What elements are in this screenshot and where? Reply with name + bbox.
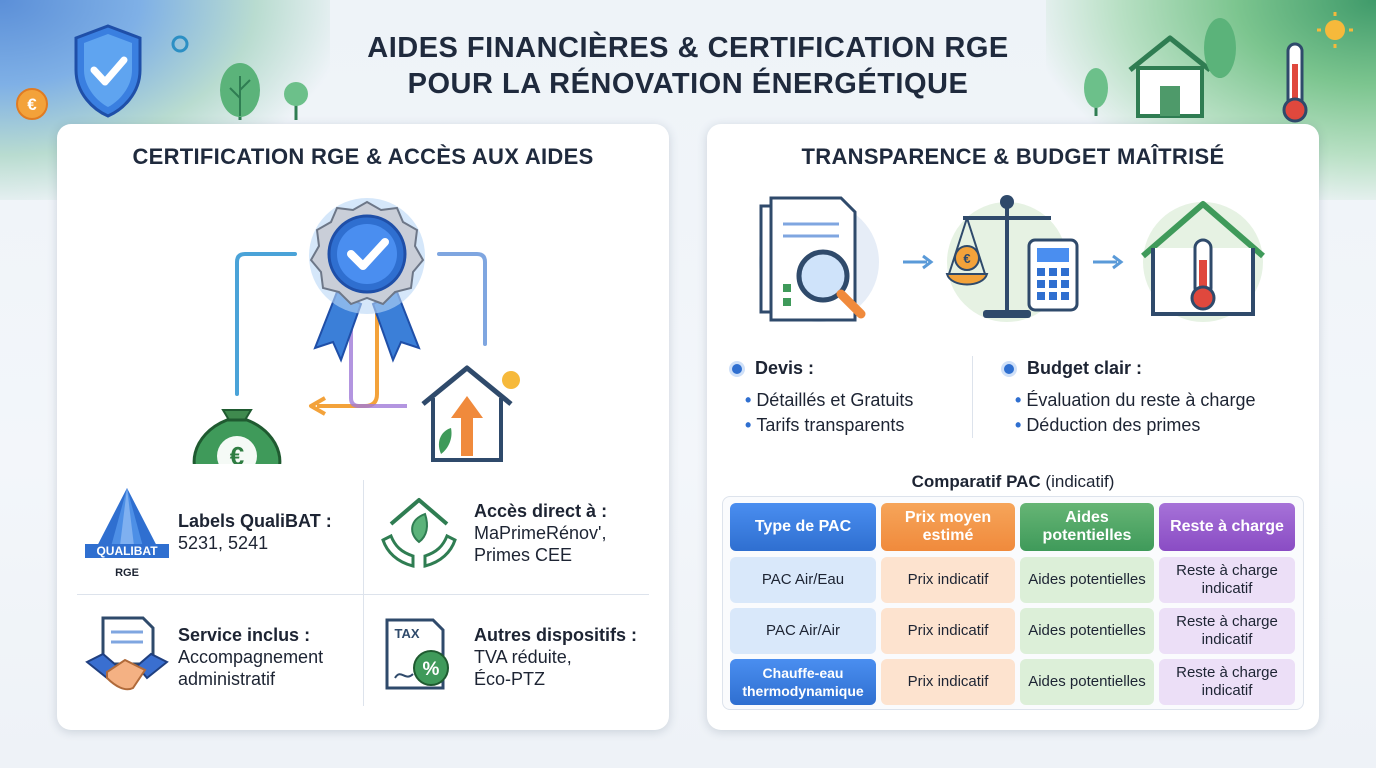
section-divider	[972, 356, 973, 438]
qualibat-logo: QUALIBAT RGE	[85, 488, 169, 579]
svg-text:TAX: TAX	[394, 626, 419, 641]
table-cell: Aides potentielles	[1020, 608, 1154, 654]
budget-card-title: TRANSPARENCE & BUDGET MAÎTRISÉ	[801, 144, 1225, 169]
page-title-line-2: POUR LA RÉNOVATION ÉNERGÉTIQUE	[407, 68, 969, 100]
devis-list: Détaillés et Gratuits Tarifs transparent…	[745, 388, 913, 438]
shield-check-icon: €	[16, 24, 308, 120]
budget-list: Évaluation du reste à charge Déduction d…	[1015, 388, 1255, 438]
eco-house-hands-icon	[381, 498, 457, 568]
list-item: Déduction des primes	[1015, 413, 1255, 438]
budget-section-header: Budget clair :	[1001, 358, 1142, 379]
svg-text:€: €	[27, 95, 37, 114]
table-cell: Reste à charge indicatif	[1159, 608, 1295, 654]
house-icon	[1084, 12, 1353, 123]
table-header-cell: Prix moyen estimé	[881, 503, 1015, 551]
svg-text:RGE: RGE	[115, 567, 139, 579]
table-cell: Aides potentielles	[1020, 557, 1154, 603]
table-cell: Prix indicatif	[881, 608, 1015, 654]
budget-card: TRANSPARENCE & BUDGET MAÎTRISÉ €	[707, 124, 1319, 730]
table-cell: PAC Air/Eau	[730, 557, 876, 603]
table-cell: Aides potentielles	[1020, 659, 1154, 705]
table-cell: Reste à charge indicatif	[1159, 557, 1295, 603]
comparison-table-title: Comparatif PAC (indicatif)	[911, 472, 1115, 491]
feature-service-inclus: Service inclus : Accompagnement administ…	[178, 625, 324, 689]
svg-text:€: €	[230, 441, 244, 464]
feature-autres-dispositifs: Autres dispositifs : TVA réduite, Éco-PT…	[474, 625, 638, 689]
table-header-cell: Aides potentielles	[1020, 503, 1154, 551]
table-cell: PAC Air/Air	[730, 608, 876, 654]
info-icon	[729, 360, 745, 377]
certification-card: CERTIFICATION RGE & ACCÈS AUX AIDES €	[57, 124, 669, 730]
certification-card-title: CERTIFICATION RGE & ACCÈS AUX AIDES	[132, 144, 594, 169]
svg-text:%: %	[423, 659, 440, 680]
table-cell: Prix indicatif	[881, 659, 1015, 705]
feature-labels-qualibat: Labels QualiBAT : 5231, 5241	[178, 511, 332, 553]
table-cell: Reste à charge indicatif	[1159, 659, 1295, 705]
process-illustration: €	[759, 195, 1265, 322]
table-cell: Chauffe-eau thermodynamique	[730, 659, 876, 705]
table-header-cell: Type de PAC	[730, 503, 876, 551]
list-item: Détaillés et Gratuits	[745, 388, 913, 413]
list-item: Évaluation du reste à charge	[1015, 388, 1255, 413]
svg-text:€: €	[963, 251, 970, 266]
comparison-table: Type de PAC Prix moyen estimé Aides pote…	[722, 496, 1304, 710]
feature-acces-direct: Accès direct à : MaPrimeRénov', Primes C…	[474, 501, 608, 565]
tax-document-icon: TAX %	[385, 618, 449, 690]
play-icon	[1001, 360, 1017, 377]
table-cell: Prix indicatif	[881, 557, 1015, 603]
devis-section-header: Devis :	[729, 358, 814, 379]
svg-text:QUALIBAT: QUALIBAT	[96, 544, 158, 558]
grid-divider-vertical	[363, 480, 364, 706]
page-title-line-1: AIDES FINANCIÈRES & CERTIFICATION RGE	[367, 32, 1009, 64]
page-title: AIDES FINANCIÈRES & CERTIFICATION RGE PO…	[0, 30, 1376, 102]
handshake-icon	[85, 616, 169, 691]
rge-flow-illustration: €	[192, 198, 520, 464]
list-item: Tarifs transparents	[745, 413, 913, 438]
table-header-cell: Reste à charge	[1159, 503, 1295, 551]
